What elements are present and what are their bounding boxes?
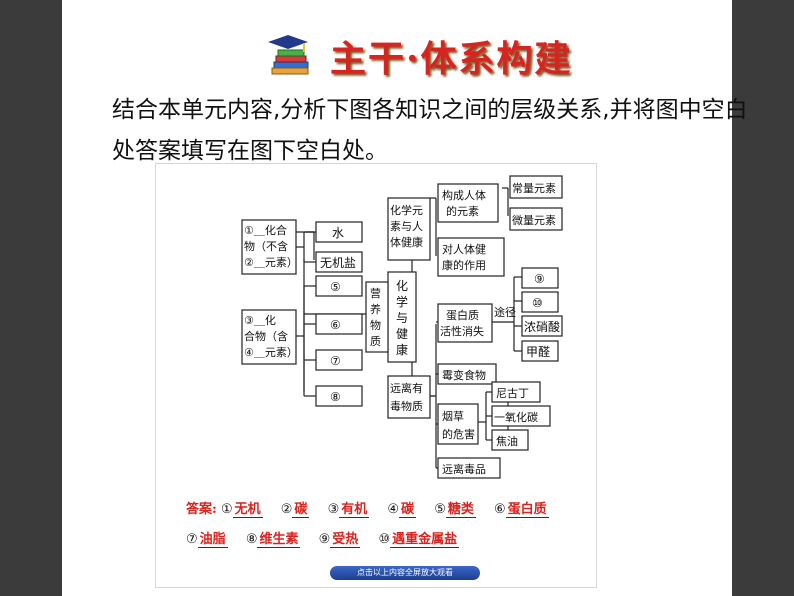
box-harm: 远离有 毒物质 xyxy=(387,375,431,419)
p10-label: ⑩ xyxy=(532,296,543,310)
knowledge-diagram: 化学元 素与人 体健康 构成人体 的元素 常量元素 微量元素 对人体健 康的作用… xyxy=(155,163,597,588)
salt-label: 无机盐 xyxy=(320,256,356,270)
s1-label: 尼古丁 xyxy=(496,387,529,400)
svg-text:对人体健: 对人体健 xyxy=(442,242,486,256)
p9-label: ⑨ xyxy=(534,272,545,286)
svg-text:②＿元素）: ②＿元素） xyxy=(244,256,298,269)
box-protein: 蛋白质 活性消失 xyxy=(437,303,493,343)
elem-a1-label: 常量元素 xyxy=(512,182,556,195)
title-banner: 主干·体系构建 xyxy=(268,28,578,80)
n5-label: ⑤ xyxy=(330,280,341,294)
svg-text:养: 养 xyxy=(370,302,381,316)
box-elem-b: 对人体健 康的作用 xyxy=(437,237,505,277)
svg-text:化: 化 xyxy=(396,279,408,293)
answer-label: 答案: xyxy=(186,502,217,517)
box-center: 化 学 与 健 康 xyxy=(387,271,417,363)
svg-text:质: 质 xyxy=(370,335,381,348)
elem-text-line1: 化学元 xyxy=(390,203,423,217)
svg-text:健: 健 xyxy=(396,327,408,341)
intro-text: 结合本单元内容,分析下图各知识之间的层级关系,并将图中空白处答案填写在图下空白处… xyxy=(112,97,748,164)
svg-text:③＿化: ③＿化 xyxy=(244,313,276,327)
right-frame-bar xyxy=(732,0,794,596)
svg-text:学: 学 xyxy=(396,294,408,309)
svg-text:康: 康 xyxy=(396,342,408,357)
box-inorg: ①＿化合 物（不含 ②＿元素） xyxy=(241,219,298,275)
acid-label: 浓硝酸 xyxy=(524,319,560,334)
box-elem: 化学元 素与人 体健康 xyxy=(387,197,431,261)
svg-text:合物（含: 合物（含 xyxy=(244,329,288,343)
box-nutr: 营 养 物 质 xyxy=(365,281,389,353)
svg-text:毒物质: 毒物质 xyxy=(390,399,423,413)
svg-text:与: 与 xyxy=(396,311,408,325)
svg-text:构成人体: 构成人体 xyxy=(442,188,486,202)
elem-text-line3: 体健康 xyxy=(390,235,423,249)
box-org: ③＿化 合物（含 ④＿元素） xyxy=(241,309,298,365)
box-elem-a: 构成人体 的元素 xyxy=(437,183,499,223)
svg-text:①＿化合: ①＿化合 xyxy=(244,223,287,237)
svg-text:营: 营 xyxy=(370,286,381,300)
svg-text:物（不含: 物（不含 xyxy=(244,239,288,253)
s2-label: 一氧化碳 xyxy=(494,410,538,424)
svg-text:的危害: 的危害 xyxy=(442,427,475,441)
elem-a2-label: 微量元素 xyxy=(512,213,556,227)
svg-text:物: 物 xyxy=(370,318,381,332)
s3-label: 焦油 xyxy=(496,434,518,448)
svg-text:烟草: 烟草 xyxy=(442,409,464,423)
left-frame-bar xyxy=(0,0,62,596)
box-smoke: 烟草 的危害 xyxy=(437,403,479,445)
n7-label: ⑦ xyxy=(330,354,341,368)
svg-text:蛋白质: 蛋白质 xyxy=(446,308,479,322)
n6-label: ⑥ xyxy=(330,318,341,332)
mold-label: 霉变食物 xyxy=(442,368,486,382)
svg-text:④＿元素）: ④＿元素） xyxy=(244,346,298,359)
fullscreen-button[interactable]: 点击以上内容全屏放大观看 xyxy=(330,566,480,580)
svg-text:康的作用: 康的作用 xyxy=(442,258,486,272)
svg-text:的元素: 的元素 xyxy=(446,204,479,218)
page-title: 主干·体系构建 xyxy=(330,38,573,80)
elem-text-line2: 素与人 xyxy=(390,220,423,233)
books-graduation-cap-icon xyxy=(268,35,309,75)
drug-label: 远离毒品 xyxy=(442,462,486,476)
svg-text:远离有: 远离有 xyxy=(390,381,423,395)
n8-label: ⑧ xyxy=(330,390,341,404)
water-label: 水 xyxy=(332,226,344,240)
route-label: 途径 xyxy=(494,305,516,319)
svg-text:活性消失: 活性消失 xyxy=(440,324,484,338)
hcho-label: 甲醛 xyxy=(526,344,550,359)
diagram-canvas: 化学元 素与人 体健康 构成人体 的元素 常量元素 微量元素 对人体健 康的作用… xyxy=(241,175,563,479)
